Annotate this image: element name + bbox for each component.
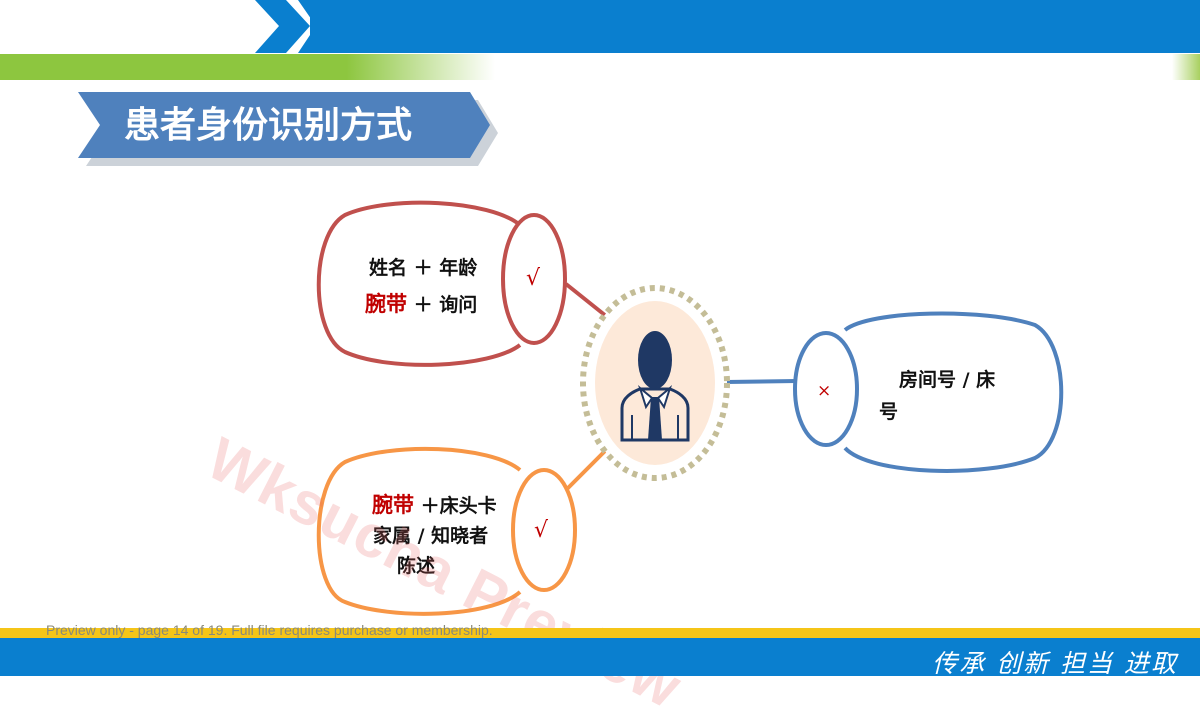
chevron-right-icon	[298, 0, 336, 53]
identification-diagram	[316, 200, 1064, 616]
method-right-line2: 号	[879, 401, 899, 423]
method-top-line1: 姓名 ＋ 年龄	[369, 257, 478, 279]
footer-slogan: 传承 创新 担当 进取	[932, 649, 1178, 678]
header-green-stripe	[0, 54, 495, 80]
cross-mark-icon: ×	[817, 381, 832, 401]
connector-top	[564, 282, 608, 318]
footer-bar	[0, 628, 1200, 676]
method-top-line2-rest: ＋ 询问	[407, 294, 478, 316]
header-decoration	[0, 0, 1200, 80]
check-mark-icon: √	[526, 266, 541, 291]
chevron-right-icon	[255, 0, 310, 53]
method-bottom-line1-rest: ＋床头卡	[414, 495, 497, 517]
wristband-label: 腕带	[372, 493, 414, 517]
method-bubble-right	[843, 311, 1064, 473]
connector-bottom	[564, 448, 608, 492]
check-badge-top	[501, 213, 567, 345]
person-with-tie-icon	[620, 331, 690, 442]
connector-right	[725, 379, 798, 384]
header-blue-bar	[310, 0, 1200, 53]
check-mark-icon: √	[534, 518, 549, 543]
check-badge-bottom	[511, 468, 577, 592]
preview-note: Preview only - page 14 of 19. Full file …	[46, 622, 493, 638]
method-bubble-top	[316, 200, 522, 367]
method-bottom-line2: 家属 / 知晓者	[373, 525, 489, 547]
method-right-line1: 房间号 / 床	[899, 369, 996, 391]
method-top-line2: 腕带 ＋ 询问	[365, 294, 477, 315]
cross-badge-right	[793, 331, 859, 447]
page-title: 患者身份识别方式	[124, 105, 413, 146]
header-green-stripe-right	[1172, 54, 1200, 80]
method-bottom-line1: 腕带 ＋床头卡	[372, 495, 497, 516]
title-banner	[78, 92, 498, 166]
method-bubble-bottom	[316, 446, 522, 616]
wristband-label: 腕带	[365, 292, 407, 316]
method-bottom-line3: 陈述	[397, 555, 436, 577]
